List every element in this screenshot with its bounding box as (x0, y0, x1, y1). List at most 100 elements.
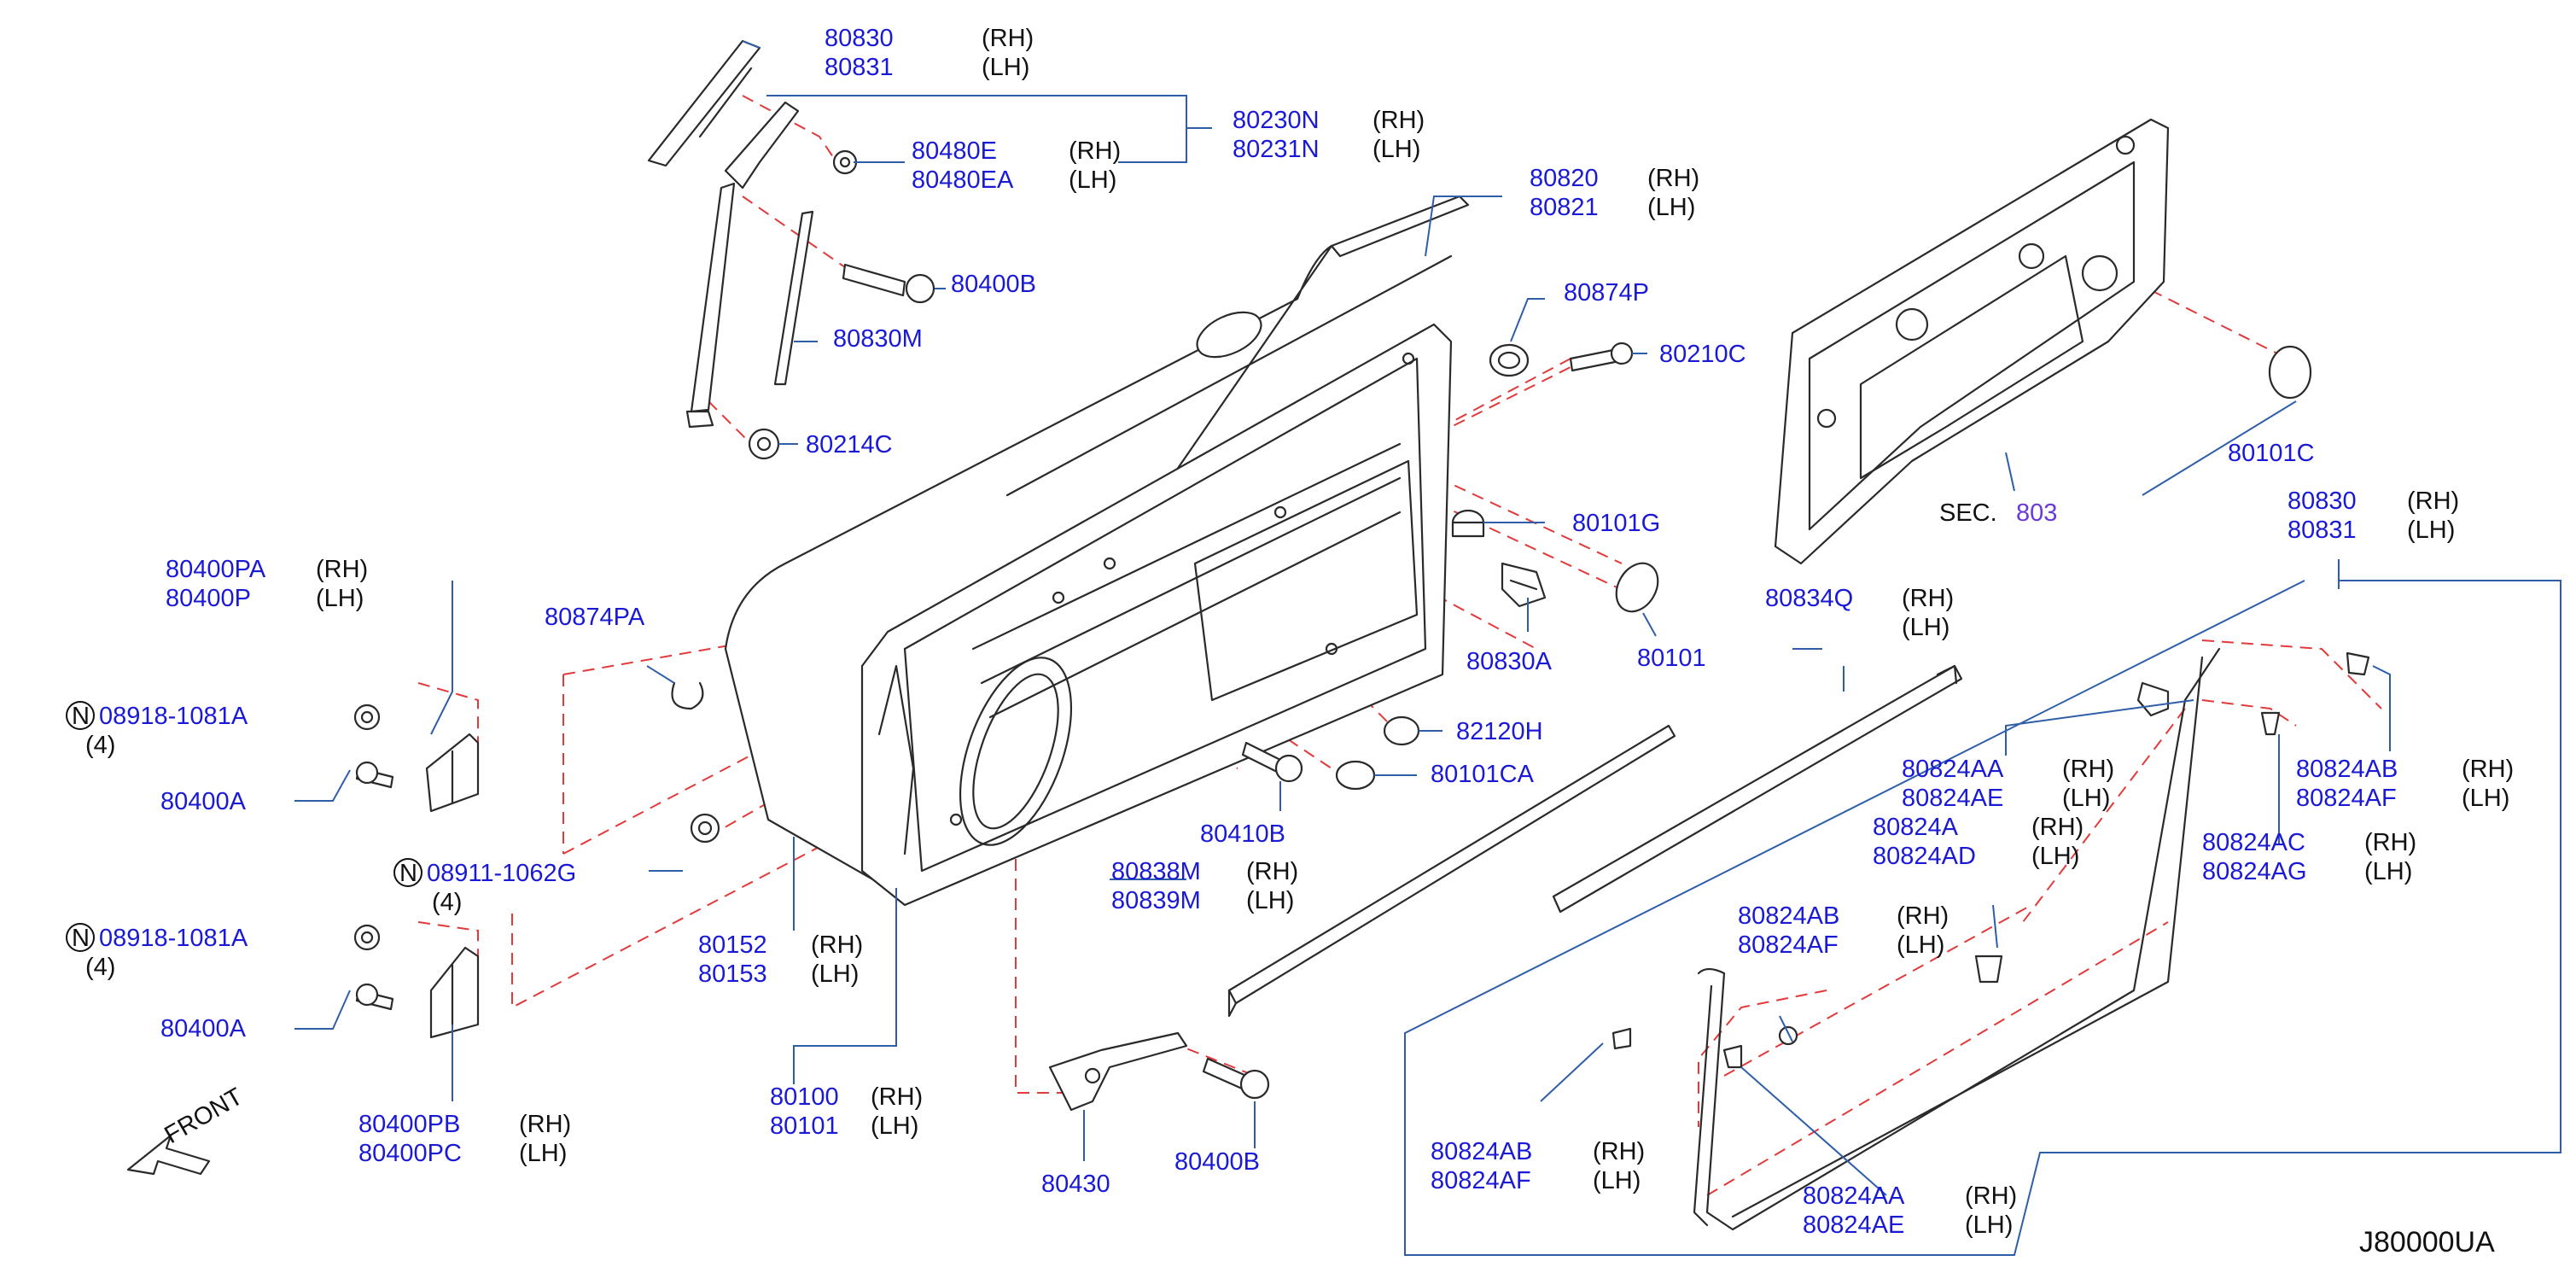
part-number: 80152 (698, 931, 767, 959)
plug-80101CA-icon (1335, 760, 1376, 791)
bolt-80410B-icon (1241, 741, 1303, 783)
label-08918-top[interactable]: N 08918-1081A (4) (66, 701, 248, 759)
svg-text:N: N (72, 703, 90, 730)
label-80830M[interactable]: 80830M (833, 325, 923, 353)
part-number: 80830M (833, 325, 923, 353)
n-circle-icon (66, 701, 95, 730)
label-80480E[interactable]: 80480E 80480EA (RH) (LH) (912, 137, 1121, 194)
label-80410B[interactable]: 80410B (1200, 820, 1285, 848)
side-tag: (RH) (1246, 858, 1298, 885)
label-sec-803[interactable]: SEC. 803 (1939, 499, 2057, 527)
side-tag: (RH) (811, 931, 863, 959)
part-number: 80874PA (545, 604, 645, 631)
drawing-code: J80000UA (2359, 1226, 2495, 1258)
label-80838M[interactable]: 80838M 80839M (RH) (LH) (1111, 858, 1298, 914)
label-80152[interactable]: 80152 80153 (RH) (LH) (698, 931, 863, 988)
label-08918-bottom[interactable]: N 08918-1081A (4) (66, 923, 248, 981)
part-number: 08918-1081A (99, 925, 248, 952)
svg-text:N: N (399, 860, 417, 887)
part-number: 80400PB (358, 1111, 460, 1138)
side-tag: (RH) (871, 1083, 923, 1111)
side-tag: (LH) (871, 1112, 918, 1140)
side-tag: (LH) (2462, 785, 2509, 812)
label-80824AA-low[interactable]: 80824AA 80824AE (RH) (LH) (1803, 1182, 2017, 1239)
weatherstrip-drawing (1611, 647, 2370, 1231)
label-80214C[interactable]: 80214C (806, 431, 893, 458)
bolt-80400B-bottom-icon (1202, 1057, 1270, 1100)
label-82120H[interactable]: 82120H (1456, 718, 1543, 745)
label-80824AA-top[interactable]: 80824AA 80824AE 80824A 80824AD (RH) (LH)… (1873, 756, 2114, 870)
plug-80101-icon (1615, 562, 1659, 613)
label-80874PA[interactable]: 80874PA (545, 604, 645, 631)
door-module-drawing (1774, 118, 2312, 565)
label-80230N[interactable]: 80230N 80231N (RH) (LH) (1233, 107, 1425, 163)
label-80210C[interactable]: 80210C (1659, 341, 1746, 368)
side-tag: (LH) (1647, 194, 1695, 221)
side-tag: (RH) (1069, 137, 1121, 165)
side-tag: (RH) (2031, 814, 2084, 841)
label-80874P[interactable]: 80874P (1564, 279, 1649, 307)
side-tag: (LH) (982, 54, 1029, 81)
part-number: 80824AA (1803, 1182, 1905, 1210)
label-80834Q[interactable]: 80834Q (RH) (LH) (1765, 585, 1954, 641)
side-tag: (LH) (1593, 1167, 1641, 1194)
part-number: 80400PC (358, 1140, 462, 1167)
nut-80214C-icon (748, 428, 780, 460)
part-number: 80821 (1530, 194, 1599, 221)
n-circle-icon (393, 858, 423, 887)
part-number: 80101C (2228, 440, 2315, 467)
label-80830[interactable]: 80830 80831 (RH) (LH) (2288, 488, 2459, 544)
label-80830A-partial[interactable]: 80830A (1466, 648, 1553, 675)
side-tag: (RH) (2407, 488, 2459, 515)
label-80400PB[interactable]: 80400PB 80400PC (RH) (LH) (358, 1111, 571, 1167)
label-80820[interactable]: 80820 80821 (RH) (LH) (1530, 165, 1699, 221)
part-number: 80400P (166, 585, 251, 612)
side-tag: (RH) (1902, 585, 1954, 612)
label-80400B-top[interactable]: 80400B (951, 271, 1036, 298)
part-number: 80101G (1572, 510, 1660, 537)
side-tag: (LH) (519, 1140, 567, 1167)
label-08911[interactable]: N 08911-1062G (4) (393, 858, 576, 916)
part-number: 80153 (698, 960, 767, 988)
part-number: 80400B (1174, 1148, 1260, 1176)
label-80824AB-low[interactable]: 80824AB 80824AF (RH) (LH) (1431, 1138, 1645, 1194)
label-80824AC[interactable]: 80824AC 80824AG (RH) (LH) (2202, 829, 2416, 885)
label-80101G[interactable]: 80101G (1572, 510, 1660, 537)
side-tag: (RH) (2364, 829, 2416, 856)
label-80101C[interactable]: 80101C (2228, 440, 2315, 467)
label-80101CA[interactable]: 80101CA (1431, 761, 1535, 788)
quantity: (4) (85, 954, 115, 981)
clips-80824-icon (1611, 651, 2370, 1069)
quantity: (4) (432, 889, 462, 916)
label-80824AB-right[interactable]: 80824AB 80824AF (RH) (LH) (2296, 756, 2514, 812)
side-tag: (RH) (2462, 756, 2514, 783)
label-80400PA[interactable]: 80400PA 80400P (RH) (LH) (166, 556, 368, 612)
nut-80480E-icon (832, 149, 858, 175)
side-tag: (RH) (1897, 902, 1949, 930)
hinge-lower-drawing (353, 924, 480, 1039)
label-80400A-bottom[interactable]: 80400A (160, 1015, 247, 1042)
label-80100[interactable]: 80100 80101 (RH) (LH) (770, 1083, 923, 1140)
part-number: 80824AF (2296, 785, 2397, 812)
part-number: 80831 (2288, 517, 2357, 544)
part-number: 80831 (825, 54, 894, 81)
side-tag: (LH) (2062, 785, 2110, 812)
part-number: 80430 (1041, 1171, 1110, 1198)
part-number: 82120H (1456, 718, 1543, 745)
side-tag: (RH) (982, 25, 1034, 52)
part-number: 80824AF (1431, 1167, 1531, 1194)
label-80430[interactable]: 80430 (1041, 1171, 1110, 1198)
side-tag: (LH) (2364, 858, 2412, 885)
label-80101-partial[interactable]: 80101 (1637, 645, 1706, 672)
part-number: 80400A (160, 1015, 247, 1042)
label-80830A[interactable]: 80830 80831 (RH) (LH) (825, 25, 1034, 81)
part-number: 80100 (770, 1083, 839, 1111)
part-number: 08918-1081A (99, 703, 248, 730)
part-number: 80101 (770, 1112, 839, 1140)
label-80400A-top[interactable]: 80400A (160, 788, 247, 815)
label-80824AB-mid[interactable]: 80824AB 80824AF (RH) (LH) (1738, 902, 1949, 959)
part-number: 80824AB (2296, 756, 2398, 783)
side-tag: (LH) (811, 960, 859, 988)
side-tag: (LH) (1897, 931, 1944, 959)
label-80400B-bottom[interactable]: 80400B (1174, 1148, 1260, 1176)
